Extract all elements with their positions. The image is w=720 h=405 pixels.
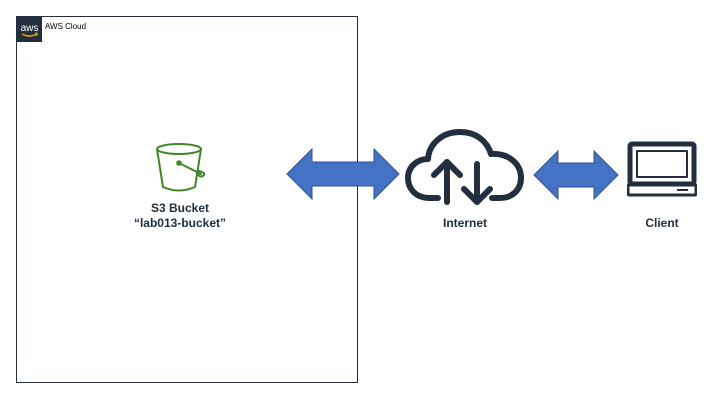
client-label: Client xyxy=(645,216,679,230)
group-label: AWS Cloud xyxy=(45,22,87,31)
bucket-label: S3 Bucket “lab013-bucket” xyxy=(120,201,240,231)
bucket-name: “lab013-bucket” xyxy=(133,216,227,230)
bucket-title: S3 Bucket xyxy=(150,201,210,215)
aws-cloud-group: aws AWS Cloud xyxy=(16,16,358,383)
aws-logo-text: aws xyxy=(21,23,39,34)
internet-label: Internet xyxy=(442,216,487,230)
internet-cloud-icon xyxy=(404,127,526,205)
bucket-internet-arrow xyxy=(286,148,400,200)
internet-client-arrow xyxy=(533,150,619,200)
s3-bucket-icon xyxy=(152,138,208,194)
aws-logo-icon: aws xyxy=(17,17,42,42)
client-computer-icon xyxy=(627,141,697,197)
